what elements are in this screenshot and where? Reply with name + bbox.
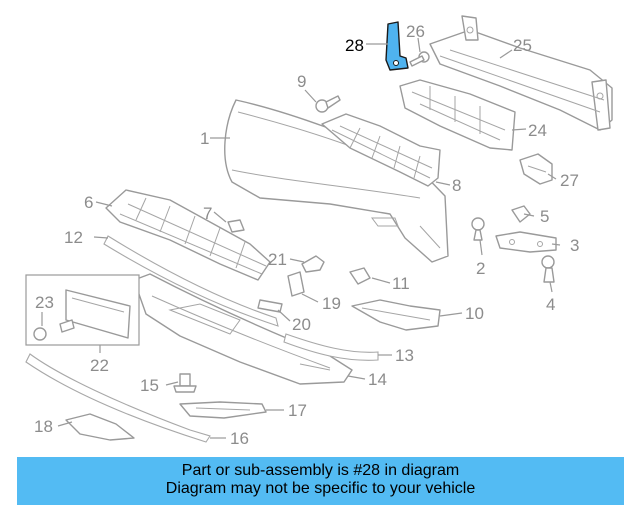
- callout-14[interactable]: 14: [368, 370, 387, 389]
- part-24-energy-absorber: [399, 79, 516, 151]
- part-9-bolt: [315, 95, 341, 113]
- callout-20[interactable]: 20: [292, 315, 311, 334]
- part-15-bolt: [173, 373, 197, 393]
- callout-27[interactable]: 27: [560, 171, 579, 190]
- callout-2[interactable]: 2: [476, 259, 485, 278]
- callout-6[interactable]: 6: [84, 193, 93, 212]
- callout-22[interactable]: 22: [90, 356, 109, 375]
- part-10-bezel: [351, 299, 441, 331]
- callout-5[interactable]: 5: [540, 207, 549, 226]
- callout-10[interactable]: 10: [465, 304, 484, 323]
- part-25-reinforcement-beam: [429, 15, 613, 131]
- part-2-bolt: [471, 217, 485, 241]
- part-5-clip: [511, 205, 531, 223]
- part-26-bolt: [409, 51, 430, 67]
- callout-9[interactable]: 9: [297, 72, 306, 91]
- part-3-bracket: [495, 231, 557, 253]
- part-8-upper-grille: [321, 113, 441, 187]
- callout-19[interactable]: 19: [322, 294, 341, 313]
- callout-26[interactable]: 26: [406, 22, 425, 41]
- part-17-reflector: [179, 401, 267, 419]
- callout-11[interactable]: 11: [392, 274, 410, 293]
- part-18-corner-piece: [65, 413, 135, 441]
- part-27-clip: [519, 153, 553, 185]
- callout-12[interactable]: 12: [64, 228, 83, 247]
- part-12-trim-strip: [103, 235, 279, 327]
- callout-17[interactable]: 17: [288, 401, 307, 420]
- part-28-bracket-highlighted: [385, 21, 409, 71]
- callout-1[interactable]: 1: [200, 129, 209, 148]
- part-19-bracket: [287, 271, 305, 297]
- banner-line-part: Part or sub-assembly is #28 in diagram: [181, 462, 460, 479]
- info-banner: Part or sub-assembly is #28 in diagram D…: [17, 457, 624, 505]
- part-16-lip-spoiler: [25, 353, 211, 443]
- part-13-lower-strip: [283, 333, 379, 361]
- callout-23[interactable]: 23: [35, 293, 54, 312]
- callout-13[interactable]: 13: [395, 346, 414, 365]
- callout-28[interactable]: 28: [345, 36, 364, 55]
- callout-3[interactable]: 3: [570, 236, 579, 255]
- callout-16[interactable]: 16: [230, 429, 249, 448]
- callout-15[interactable]: 15: [140, 376, 159, 395]
- part-11-sensor: [349, 267, 371, 285]
- part-21-tow-cap: [301, 255, 325, 273]
- part-22-plate-group: [25, 274, 140, 346]
- part-7-clip: [227, 219, 245, 233]
- callout-8[interactable]: 8: [452, 176, 461, 195]
- callout-18[interactable]: 18: [34, 417, 53, 436]
- callout-25[interactable]: 25: [513, 36, 532, 55]
- part-6-lower-grille: [105, 189, 271, 281]
- leader-lines: [41, 37, 561, 439]
- callout-24[interactable]: 24: [528, 121, 547, 140]
- callout-7[interactable]: 7: [203, 204, 212, 223]
- part-14-diffuser: [133, 273, 353, 385]
- part-4-bolt: [541, 255, 555, 283]
- callout-21[interactable]: 21: [268, 250, 287, 269]
- callout-4[interactable]: 4: [546, 295, 555, 314]
- part-1-bumper-cover: [224, 99, 449, 263]
- banner-line-disclaimer: Diagram may not be specific to your vehi…: [165, 480, 476, 497]
